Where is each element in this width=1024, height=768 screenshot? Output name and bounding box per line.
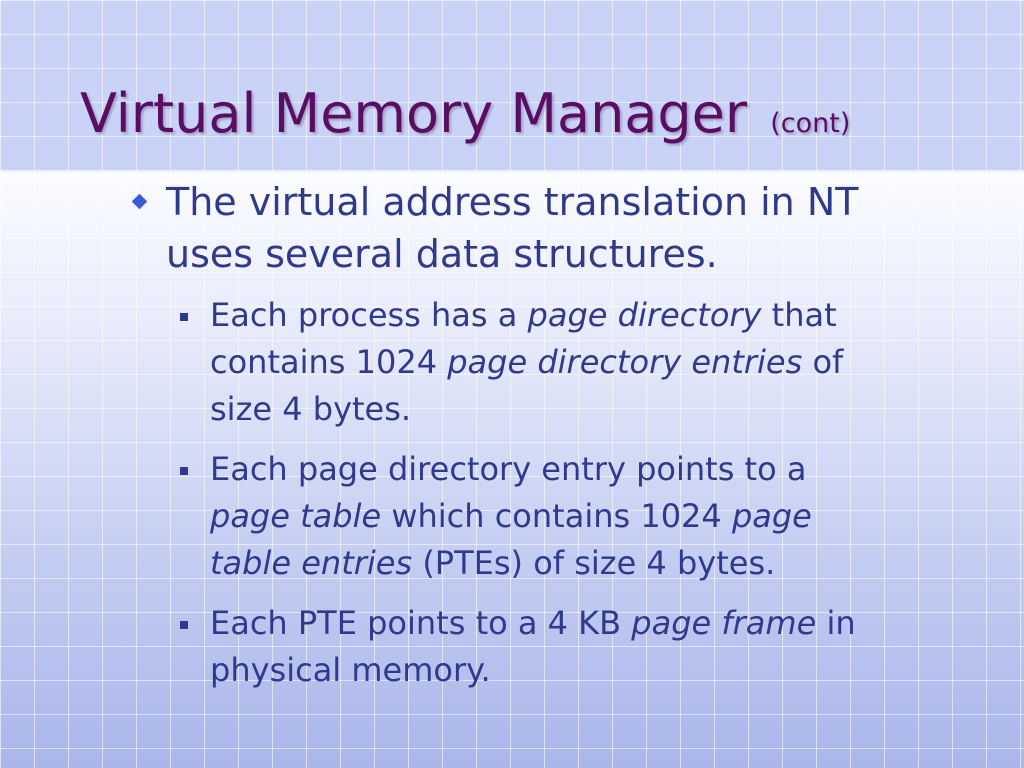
sub-bullet-emphasis: page directory entries [447, 343, 803, 381]
sub-bullet-text: Each PTE points to a 4 KB [210, 604, 632, 642]
square-bullet-icon [180, 467, 188, 475]
sub-bullet-text: that contains 1024 [210, 296, 837, 381]
sub-bullet-text: which contains 1024 [381, 497, 732, 535]
sub-bullet-item: Each process has a page directory that c… [174, 292, 890, 433]
sub-bullet-text: of size 4 bytes. [210, 343, 844, 428]
sub-bullet-emphasis: page table [210, 497, 382, 535]
sub-bullet-text: Each process has a [210, 296, 528, 334]
bullet-item: The virtual address translation in NT us… [130, 176, 866, 280]
title-suffix: (cont) [770, 108, 851, 139]
slide-title: Virtual Memory Manager (cont) [80, 82, 850, 147]
sub-bullet-text: (PTEs) of size 4 bytes. [412, 544, 776, 582]
diamond-bullet-icon [131, 193, 148, 210]
sub-bullet-emphasis: page frame [631, 604, 817, 642]
sub-bullet-emphasis: page table entries [210, 497, 812, 582]
square-bullet-icon [180, 621, 188, 629]
title-text: Virtual Memory Manager [80, 82, 748, 145]
sub-bullet-emphasis: page directory [527, 296, 762, 334]
bullet-text: The virtual address translation in NT us… [166, 180, 859, 276]
slide-content: The virtual address translation in NT us… [130, 176, 890, 707]
sub-bullet-list: Each process has a page directory that c… [174, 292, 890, 694]
sub-bullet-text: in physical memory. [210, 604, 856, 689]
sub-bullet-item: Each PTE points to a 4 KB page frame in … [174, 600, 890, 694]
sub-bullet-item: Each page directory entry points to a pa… [174, 446, 890, 587]
sub-bullet-text: Each page directory entry points to a [210, 450, 807, 488]
square-bullet-icon [180, 313, 188, 321]
